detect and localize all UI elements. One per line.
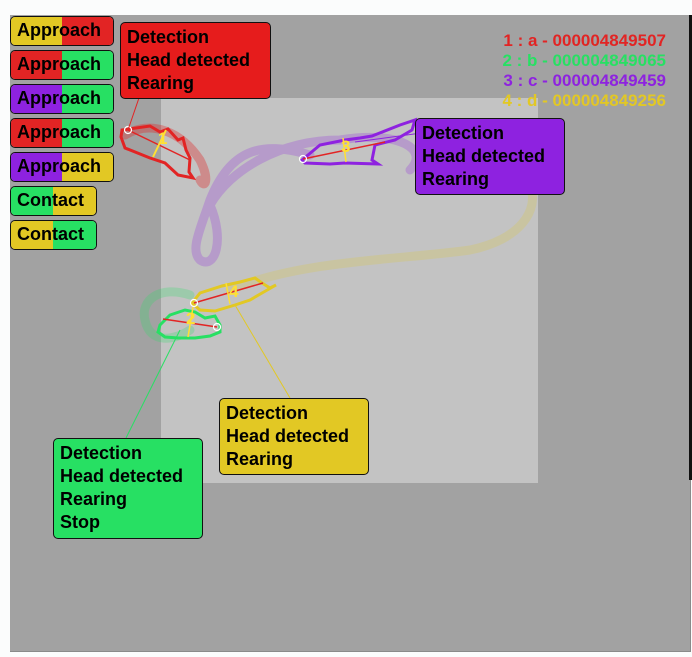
- event-label: Stop: [60, 512, 100, 532]
- event-label: Rearing: [422, 169, 490, 189]
- tag-color-right: [62, 51, 113, 79]
- tag-label: Approach: [17, 122, 102, 142]
- tag-color-right: [62, 153, 113, 181]
- legend-item-4: 4 : d - 000004849256: [502, 91, 666, 110]
- interaction-tag: Approach: [10, 16, 114, 46]
- legend-item-2: 2 : b - 000004849065: [502, 51, 666, 70]
- interaction-tag: Contact: [10, 186, 97, 216]
- tag-label: Contact: [17, 190, 84, 210]
- event-label: Head detected: [422, 146, 546, 166]
- event-label: Rearing: [127, 73, 195, 93]
- event-label: Detection: [226, 403, 309, 423]
- event-label: Head detected: [60, 466, 184, 486]
- interaction-tag: Approach: [10, 84, 114, 114]
- legend-item-1: 1 : a - 000004849507: [503, 31, 666, 50]
- tag-label: Approach: [17, 20, 102, 40]
- tag-color-right: [62, 17, 113, 45]
- tag-color-left: [11, 153, 62, 181]
- tag-color-left: [11, 187, 53, 215]
- event-box-animal-1: Detection Head detected Rearing: [120, 22, 271, 99]
- event-label: Detection: [422, 123, 505, 143]
- event-box-animal-2: Detection Head detected Rearing Stop: [53, 438, 203, 539]
- tag-color-left: [11, 85, 62, 113]
- interaction-tag: Approach: [10, 50, 114, 80]
- tag-color-right: [62, 85, 113, 113]
- event-box-animal-4: Detection Head detected Rearing: [219, 398, 369, 475]
- tag-label: Approach: [17, 156, 102, 176]
- tag-label: Contact: [17, 224, 84, 244]
- event-label: Detection: [60, 443, 143, 463]
- tag-color-left: [11, 17, 62, 45]
- tag-label: Approach: [17, 54, 102, 74]
- event-box-animal-3: Detection Head detected Rearing: [415, 118, 565, 195]
- interaction-tag: Contact: [10, 220, 97, 250]
- window-edge: [689, 15, 692, 480]
- tag-color-right: [53, 221, 96, 249]
- tag-color-right: [62, 119, 113, 147]
- legend-item-3: 3 : c - 000004849459: [503, 71, 666, 90]
- interaction-tag: Approach: [10, 118, 114, 148]
- event-label: Detection: [127, 27, 210, 47]
- tag-color-left: [11, 221, 53, 249]
- interaction-tag: Approach: [10, 152, 114, 182]
- event-label: Head detected: [127, 50, 251, 70]
- tag-label: Approach: [17, 88, 102, 108]
- animal-legend: 1 : a - 000004849507 2 : b - 00000484906…: [502, 31, 666, 111]
- tag-color-left: [11, 119, 62, 147]
- event-label: Head detected: [226, 426, 350, 446]
- tag-color-left: [11, 51, 62, 79]
- event-label: Rearing: [60, 489, 128, 509]
- event-label: Rearing: [226, 449, 294, 469]
- tag-color-right: [53, 187, 96, 215]
